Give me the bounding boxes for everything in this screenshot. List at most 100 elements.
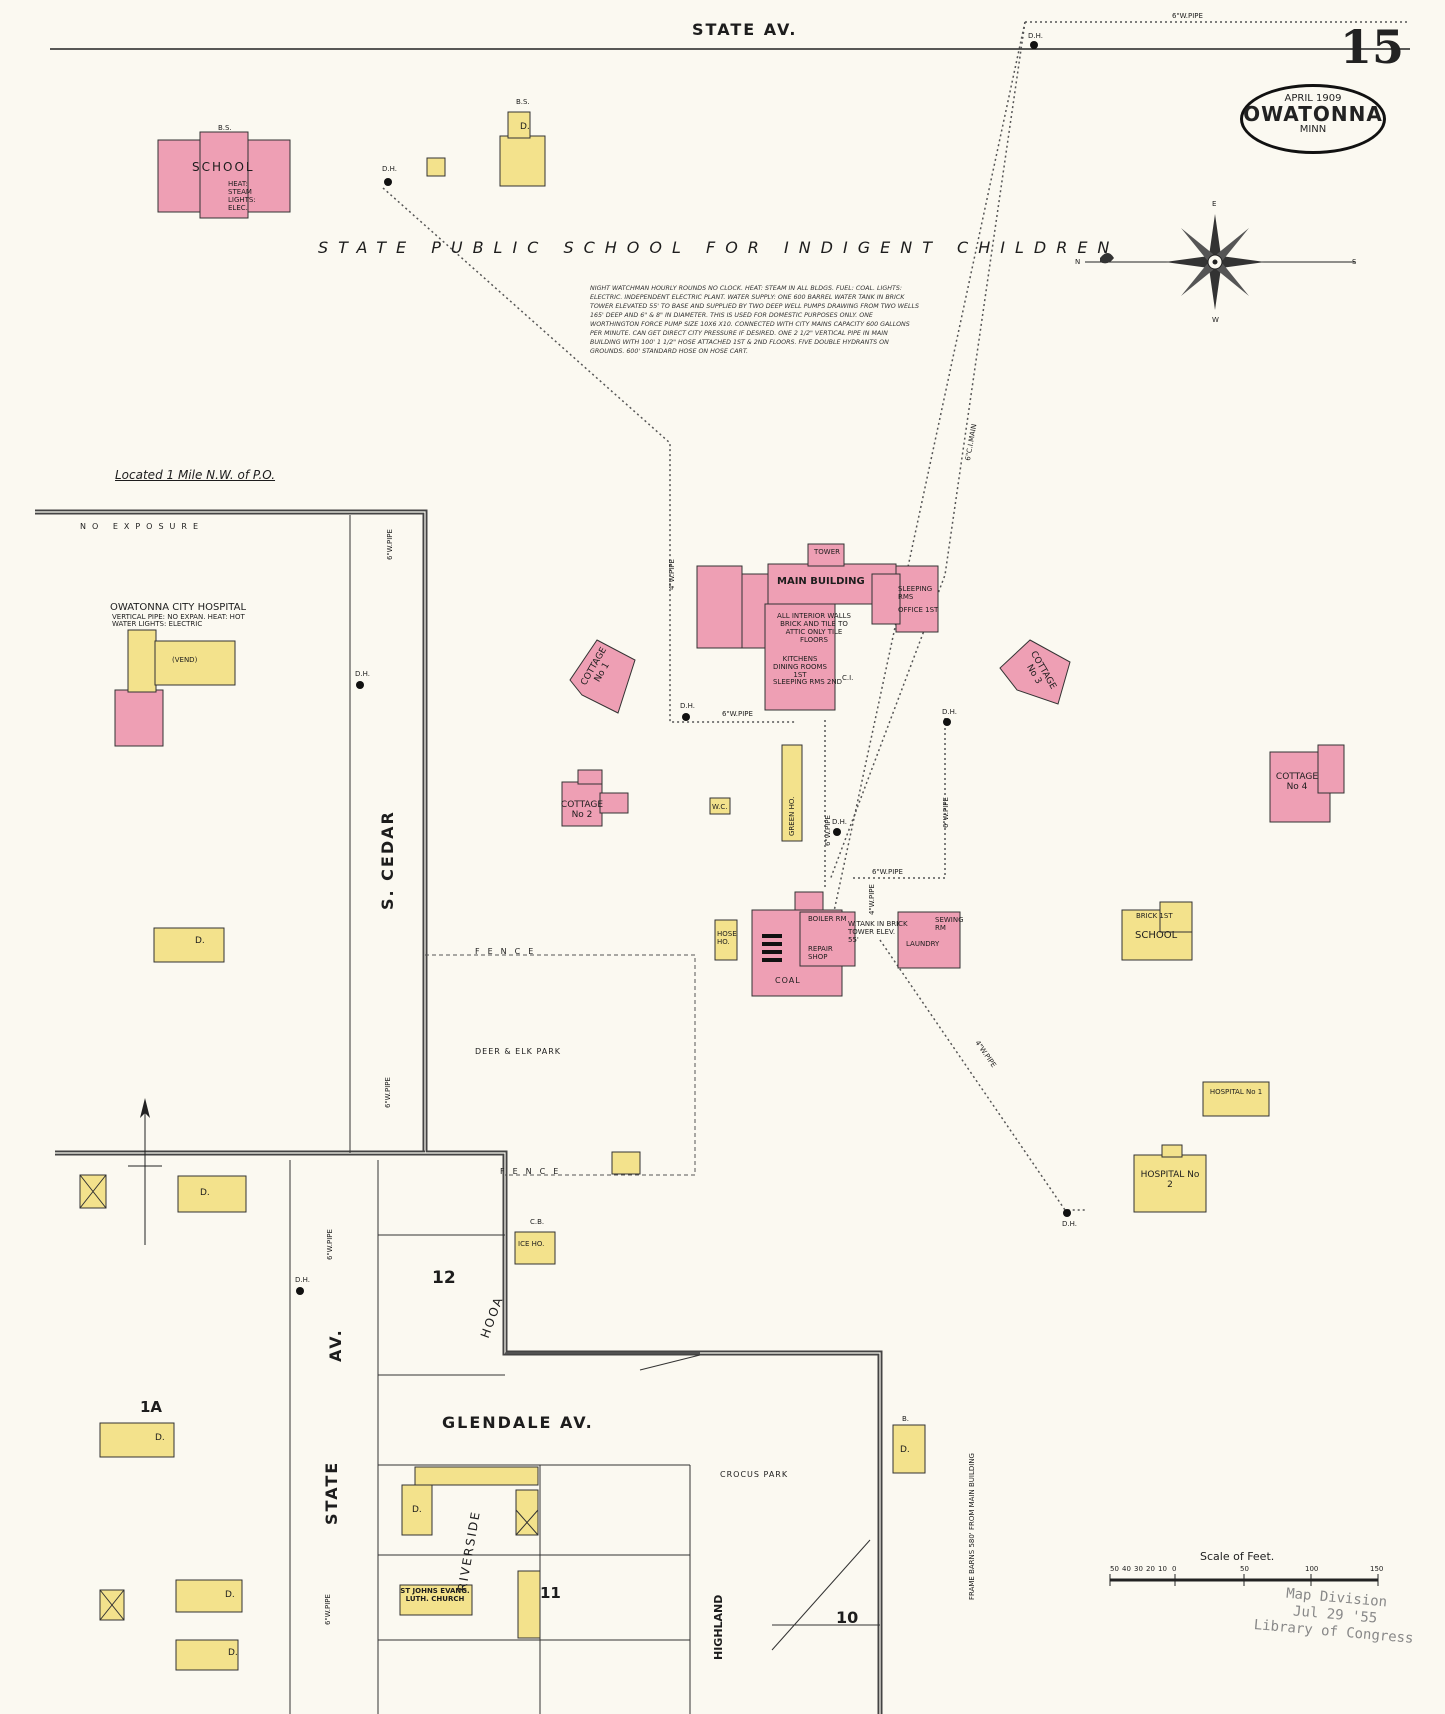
label-hose-ho: HOSE HO. <box>717 930 737 946</box>
label-sleeping-rms: SLEEPING RMS <box>898 585 933 601</box>
label-main-building: MAIN BUILDING <box>777 576 865 587</box>
label-crocus-park: CROCUS PARK <box>720 1470 789 1479</box>
scale-tick-50b: 50 <box>1240 1565 1249 1573</box>
label-d-crocus: D. <box>900 1445 910 1455</box>
label-dh-7: D.H. <box>355 670 370 678</box>
label-pipe-state-1: 6"W.PIPE <box>326 1229 334 1260</box>
street-highland: HIGHLAND <box>712 1594 725 1660</box>
label-d-top: D. <box>520 122 530 132</box>
label-dh-3: D.H. <box>680 702 695 710</box>
label-bs-top: B.S. <box>516 98 530 106</box>
label-pipe-4-lower: 4"W.PIPE <box>868 884 876 915</box>
label-bs-school: B.S. <box>218 124 232 132</box>
label-city-hospital: OWATONNA CITY HOSPITAL <box>110 602 247 613</box>
label-sleeping-2nd: SLEEPING RMS 2ND <box>773 678 843 686</box>
label-dh-8: D.H. <box>295 1276 310 1284</box>
label-tank: W.TANK IN BRICK TOWER ELEV. 55' <box>848 920 908 944</box>
label-b: B. <box>902 1415 910 1423</box>
label-office: OFFICE 1ST <box>898 606 939 614</box>
scale-tick-20: 20 <box>1146 1565 1155 1573</box>
label-pipe-top: 6"W.PIPE <box>1172 12 1203 20</box>
label-ci: C.I. <box>842 674 854 682</box>
label-block-11: 11 <box>540 1584 561 1602</box>
label-church: ST JOHNS EVANG. LUTH. CHURCH <box>400 1587 470 1603</box>
label-city-hospital-note: VERTICAL PIPE: NO EXPAN. HEAT: HOT WATER… <box>112 613 245 628</box>
compass-s: S <box>1352 258 1357 266</box>
label-block-12: 12 <box>432 1268 456 1288</box>
street-s-cedar: S. CEDAR <box>378 810 397 910</box>
label-laundry: LAUNDRY <box>906 940 940 948</box>
title-state: MINN <box>1299 124 1327 135</box>
label-pipe-cedar-1: 6"W.PIPE <box>386 529 394 560</box>
label-boiler: BOILER RM <box>808 915 847 923</box>
label-d-lot12: D. <box>412 1505 422 1515</box>
scale-title: Scale of Feet. <box>1200 1550 1275 1563</box>
frame-note: FRAME BARNS 580' FROM MAIN BUILDING <box>968 1453 976 1600</box>
street-state-av-top: STATE AV. <box>692 20 798 39</box>
scale-tick-150: 150 <box>1370 1565 1384 1573</box>
label-dh-5: D.H. <box>832 818 847 826</box>
label-fence-top: FENCE <box>475 947 542 956</box>
scale-tick-10: 10 <box>1158 1565 1167 1573</box>
label-sewing: SEWING RM <box>935 916 964 932</box>
label-kitchen: KITCHENS DINING ROOMS 1ST <box>772 655 827 679</box>
sheet-number: 15 <box>1340 20 1405 74</box>
label-d-lower1: D. <box>200 1188 210 1198</box>
institution-title: STATE PUBLIC SCHOOL FOR INDIGENT CHILDRE… <box>318 238 1120 257</box>
label-main-note: ALL INTERIOR WALLS BRICK AND TILE TO ATT… <box>777 612 851 644</box>
label-pipe-6-h: 6"W.PIPE <box>872 868 903 876</box>
label-pipe-6-main: 6"W.PIPE <box>722 710 753 718</box>
compass-e: E <box>1212 200 1217 208</box>
title-cartouche: APRIL 1909 OWATONNA MINN <box>1240 84 1386 154</box>
label-school-right: SCHOOL <box>1135 930 1178 941</box>
scale-bar <box>1109 1574 1379 1586</box>
label-d-left: D. <box>195 936 205 946</box>
label-wc: W.C. <box>712 803 728 811</box>
label-tower: TOWER <box>814 548 840 556</box>
no-exposure-label: NO EXPOSURE <box>80 522 205 531</box>
label-pipe-cedar-2: 6"W.PIPE <box>384 1077 392 1108</box>
label-block-1a: 1A <box>140 1398 163 1416</box>
label-pipe-state-2: 6"W.PIPE <box>324 1594 332 1625</box>
title-date: APRIL 1909 <box>1284 93 1342 104</box>
label-hospital1: HOSPITAL No 1 <box>1209 1088 1263 1096</box>
label-d-lower3: D. <box>225 1590 235 1600</box>
street-glendale: GLENDALE AV. <box>442 1413 594 1432</box>
label-ice-ho: ICE HO. <box>518 1240 545 1248</box>
compass-n: N <box>1075 258 1081 266</box>
label-pipe-4: 4"W.PIPE <box>668 559 676 590</box>
location-note: Located 1 Mile N.W. of P.O. <box>115 468 276 482</box>
scale-tick-40: 40 <box>1122 1565 1131 1573</box>
fire-protection-note: NIGHT WATCHMAN HOURLY ROUNDS NO CLOCK. H… <box>590 285 919 355</box>
label-dh-2: D.H. <box>1028 32 1043 40</box>
scale-tick-0: 0 <box>1172 1565 1177 1573</box>
label-block-10: 10 <box>836 1608 859 1627</box>
street-state-av-left: AV. <box>326 1328 345 1362</box>
compass-rose <box>1085 214 1355 310</box>
label-school-top: SCHOOL <box>192 160 255 174</box>
label-cottage4: COTTAGE No 4 <box>1275 772 1319 792</box>
label-d-lower2: D. <box>155 1433 165 1443</box>
label-dh-4: D.H. <box>942 708 957 716</box>
compass-w: W <box>1212 316 1219 324</box>
title-city: OWATONNA <box>1243 102 1383 126</box>
label-coal: COAL <box>775 976 801 985</box>
label-dh-6: D.H. <box>1062 1220 1077 1228</box>
label-school-right-note: BRICK 1ST <box>1136 912 1173 920</box>
label-pipe-6-right: 6"W.PIPE <box>942 797 950 828</box>
scale-tick-100: 100 <box>1305 1565 1319 1573</box>
scale-tick-30: 30 <box>1134 1565 1143 1573</box>
label-fence: FENCE <box>500 1167 567 1176</box>
label-vend: (VEND) <box>172 656 198 664</box>
label-hospital2: HOSPITAL No 2 <box>1140 1170 1200 1190</box>
label-repair: REPAIR SHOP <box>808 945 833 961</box>
label-cb: C.B. <box>530 1218 545 1226</box>
label-d-lower4: D. <box>228 1648 238 1658</box>
label-dh-1: D.H. <box>382 165 397 173</box>
label-pipe-6-mid: 6"W.PIPE <box>824 815 832 846</box>
street-state-left: STATE <box>322 1460 341 1525</box>
label-green-ho: GREEN HO. <box>788 796 796 836</box>
scale-tick-50a: 50 <box>1110 1565 1119 1573</box>
